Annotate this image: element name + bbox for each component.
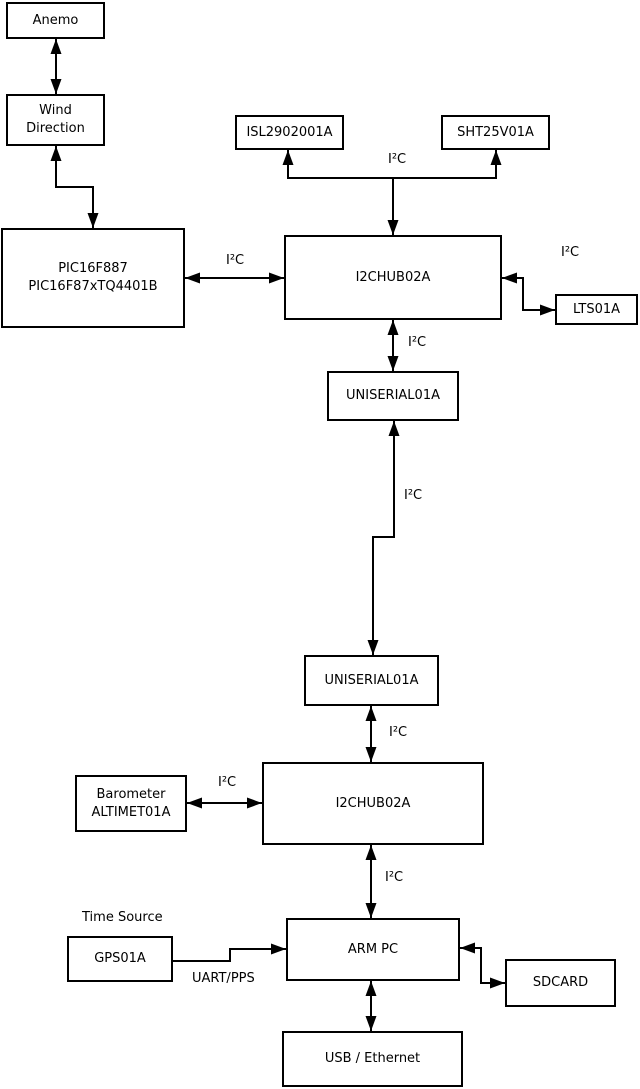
node-uniserial01a-bottom: UNISERIAL01A <box>304 655 439 706</box>
node-arm-pc: ARM PC <box>286 918 460 981</box>
node-barometer-altimet01a-label: Barometer ALTIMET01A <box>91 786 171 820</box>
edge-gps-armpc <box>173 943 286 962</box>
node-usb-ethernet-label: USB / Ethernet <box>324 1051 421 1067</box>
node-uniserial01a-top: UNISERIAL01A <box>327 371 459 421</box>
edge-label-i2c-barometer-hub2: I²C <box>218 775 237 790</box>
edge-label-i2c-uniserial-hub2: I²C <box>389 725 408 740</box>
node-barometer-altimet01a: Barometer ALTIMET01A <box>75 775 187 832</box>
edge-label-i2c-hub-lts: I²C <box>561 245 580 260</box>
edge-label-i2c-uniserial-link: I²C <box>404 488 423 503</box>
edge-label-i2c-sensors: I²C <box>388 152 407 167</box>
node-wind-direction: Wind Direction <box>6 94 105 146</box>
node-uniserial01a-bottom-label: UNISERIAL01A <box>324 672 419 688</box>
node-wind-direction-label: Wind Direction <box>26 103 85 136</box>
node-i2chub02a-bottom: I2CHUB02A <box>262 762 484 845</box>
node-lts01a-label: LTS01A <box>572 301 621 317</box>
node-anemo-label: Anemo <box>32 12 79 28</box>
annotation-time-source: Time Source <box>82 910 163 925</box>
node-i2chub02a-top-label: I2CHUB02A <box>355 269 431 285</box>
node-gps01a: GPS01A <box>67 936 173 982</box>
edge-uniserial-link <box>367 421 400 655</box>
node-lts01a: LTS01A <box>555 294 638 325</box>
node-sdcard-label: SDCARD <box>532 975 589 991</box>
edge-label-i2c-pic-hub: I²C <box>226 253 245 268</box>
node-i2chub02a-top: I2CHUB02A <box>284 235 502 320</box>
edge-label-i2c-hub-uniserial: I²C <box>408 335 427 350</box>
edge-hubtop-lts <box>502 272 555 316</box>
node-arm-pc-label: ARM PC <box>347 941 399 957</box>
node-sht25v01a: SHT25V01A <box>441 115 550 150</box>
node-isl2902001a: ISL2902001A <box>235 115 344 150</box>
node-sht25v01a-label: SHT25V01A <box>457 124 534 140</box>
node-pic16f887: PIC16F887 PIC16F87xTQ4401B <box>1 228 185 328</box>
edge-armpc-sdcard <box>460 942 505 989</box>
edge-label-uart-pps: UART/PPS <box>192 971 255 986</box>
node-pic16f887-label: PIC16F887 PIC16F87xTQ4401B <box>28 261 158 294</box>
node-uniserial01a-top-label: UNISERIAL01A <box>346 388 440 404</box>
edge-label-i2c-hub2-armpc: I²C <box>385 870 404 885</box>
edge-winddirection-pic <box>50 146 99 228</box>
node-i2chub02a-bottom-label: I2CHUB02A <box>335 795 411 811</box>
node-usb-ethernet: USB / Ethernet <box>282 1031 463 1087</box>
node-sdcard: SDCARD <box>505 959 616 1007</box>
node-isl2902001a-label: ISL2902001A <box>246 124 333 140</box>
node-gps01a-label: GPS01A <box>94 951 146 967</box>
node-anemo: Anemo <box>6 2 105 39</box>
